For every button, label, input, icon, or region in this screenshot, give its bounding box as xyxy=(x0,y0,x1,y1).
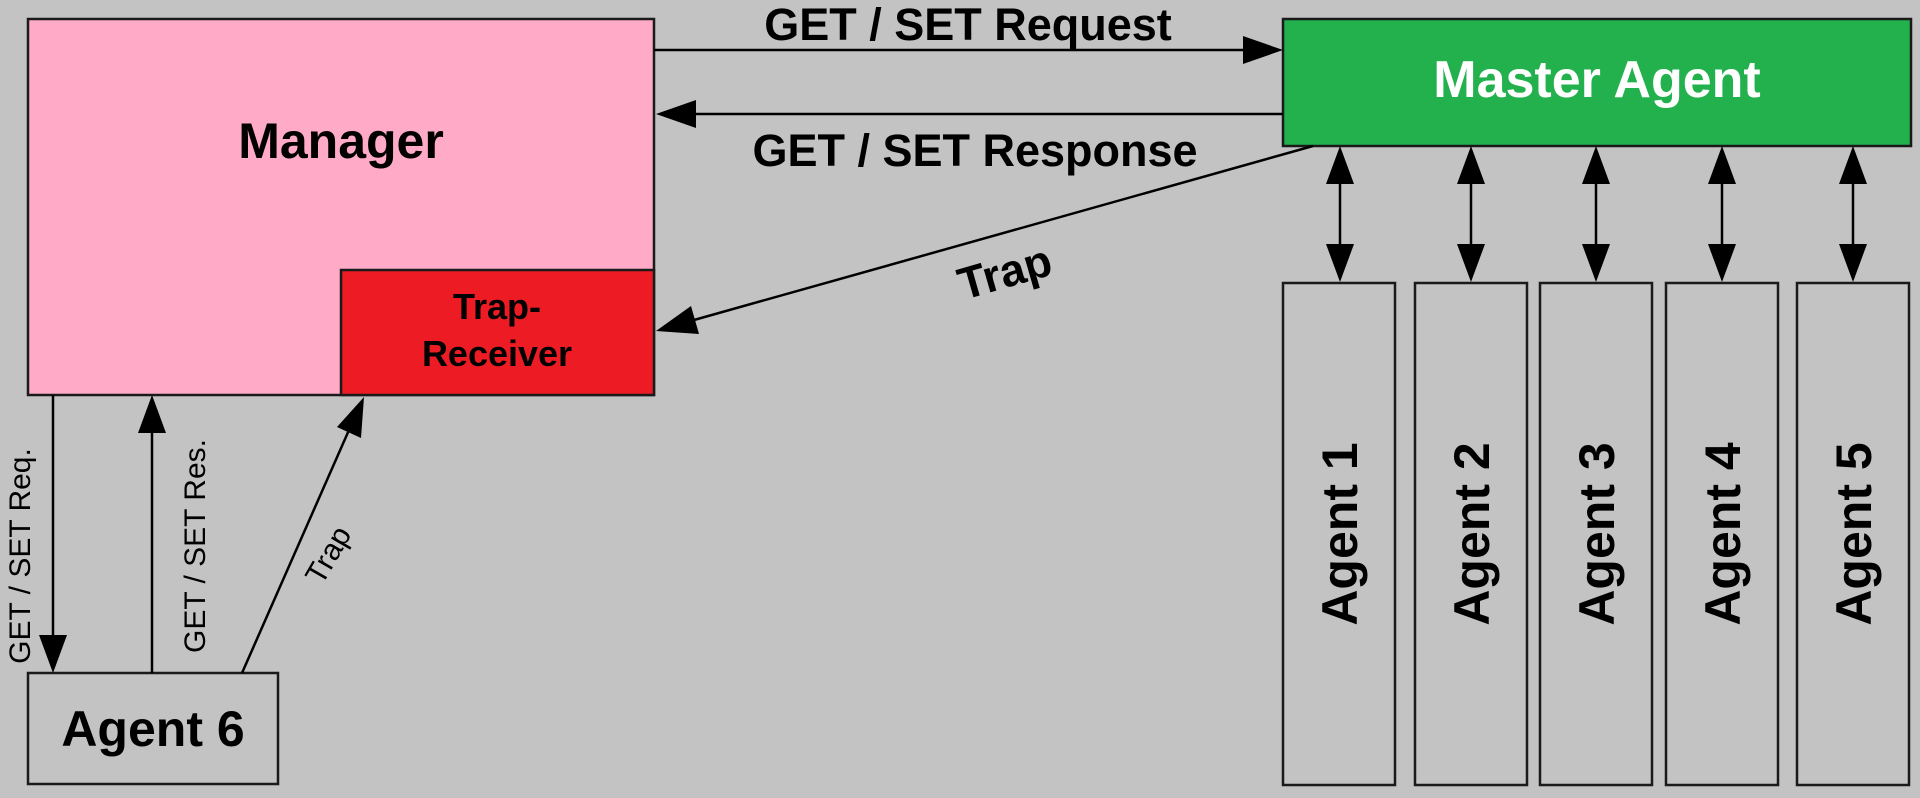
agent1-box[interactable] xyxy=(1281,281,1397,787)
agent1-label: Agent 1 xyxy=(1312,442,1368,625)
master-agent2-link xyxy=(1457,146,1485,282)
agent3-box[interactable] xyxy=(1538,281,1654,787)
get-set-request-label: GET / SET Request xyxy=(764,0,1172,50)
agent-column-4[interactable]: Agent 4 xyxy=(1664,281,1780,787)
master-agent-label: Master Agent xyxy=(1433,51,1760,109)
agent6-request-label: GET / SET Req. xyxy=(4,448,37,664)
master-agent1-link xyxy=(1326,146,1354,282)
trap-master-arrow xyxy=(656,144,1314,334)
agent2-box[interactable] xyxy=(1413,281,1529,787)
agent6-response-label: GET / SET Res. xyxy=(179,439,212,653)
agent6-request-arrow xyxy=(39,395,67,673)
agent5-box[interactable] xyxy=(1795,281,1911,787)
agent6-trap-arrow xyxy=(240,397,364,674)
agent4-box[interactable] xyxy=(1664,281,1780,787)
trap-receiver-label-line1: Trap- xyxy=(453,286,541,327)
get-set-response-arrow xyxy=(656,100,1283,128)
agent-column-1[interactable]: Agent 1 xyxy=(1281,281,1397,787)
agent6-label: Agent 6 xyxy=(61,701,244,757)
agent6-response-arrow xyxy=(138,395,166,673)
agent-column-2[interactable]: Agent 2 xyxy=(1413,281,1529,787)
agent-column-5[interactable]: Agent 5 xyxy=(1795,281,1911,787)
agent2-label: Agent 2 xyxy=(1444,442,1500,625)
agent-column-3[interactable]: Agent 3 xyxy=(1538,281,1654,787)
master-agent4-link xyxy=(1708,146,1736,282)
agent6-box[interactable] xyxy=(26,671,280,786)
agent4-label: Agent 4 xyxy=(1695,442,1751,626)
get-set-response-label: GET / SET Response xyxy=(752,125,1197,176)
manager-label: Manager xyxy=(238,113,444,169)
master-agent5-link xyxy=(1839,146,1867,282)
agent3-label: Agent 3 xyxy=(1569,442,1625,625)
trap-receiver-label-line2: Receiver xyxy=(422,333,572,374)
agent5-label: Agent 5 xyxy=(1826,442,1882,625)
master-agent-box[interactable] xyxy=(1281,17,1913,148)
agent6-trap-label: Trap xyxy=(299,521,358,590)
get-set-request-arrow xyxy=(654,36,1283,64)
trap-master-label: Trap xyxy=(952,234,1057,309)
master-agent3-link xyxy=(1582,146,1610,282)
trap-receiver-box[interactable] xyxy=(339,268,656,397)
